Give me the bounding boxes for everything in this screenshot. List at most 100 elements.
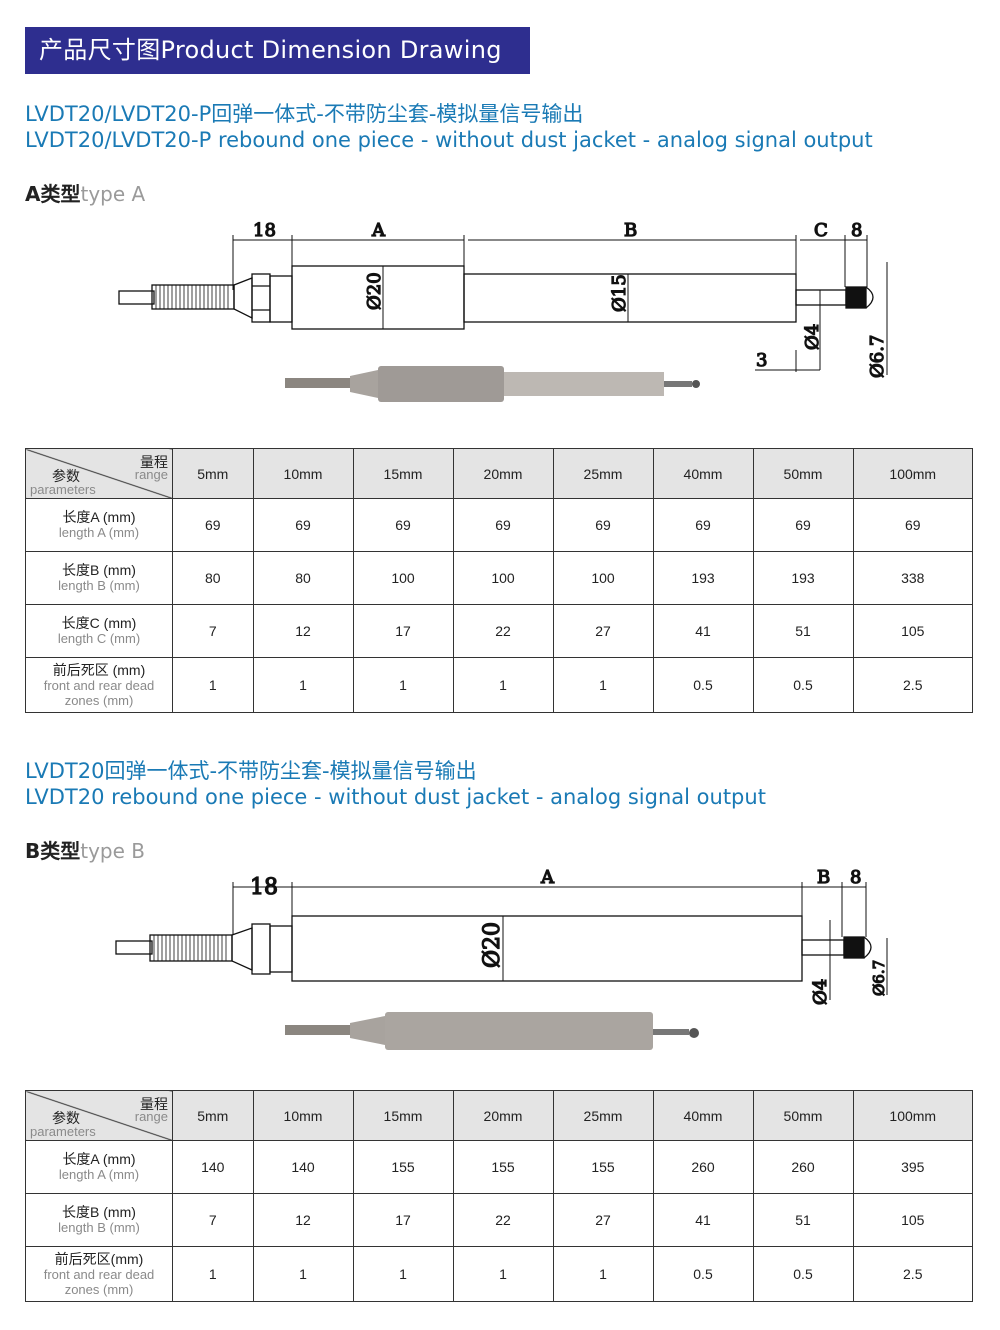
- value-cell: 1: [552, 1246, 654, 1302]
- value-cell: 155: [552, 1140, 654, 1194]
- value-cell: 140: [252, 1140, 354, 1194]
- type-a-cn: A类型: [25, 182, 81, 206]
- type-a-en: type A: [80, 182, 146, 206]
- param-cell: 长度B (mm)length B (mm): [25, 1193, 173, 1247]
- dim-dia4: Ø4: [802, 324, 823, 350]
- type-a-drawing: 18 A B C 8 3 Ø20 Ø15 Ø4 Ø6.7: [118, 219, 889, 402]
- column-header: 10mm: [252, 1090, 354, 1141]
- value-cell: 1: [352, 657, 454, 713]
- dim-18: 18: [250, 875, 278, 900]
- value-cell: 2.5: [852, 657, 973, 713]
- value-cell: 17: [352, 604, 454, 658]
- value-cell: 260: [752, 1140, 854, 1194]
- column-header: 40mm: [652, 448, 754, 499]
- product-photo: [285, 366, 700, 402]
- value-cell: 100: [552, 551, 654, 605]
- value-cell: 27: [552, 1193, 654, 1247]
- dim-dia15: Ø15: [609, 274, 630, 312]
- value-cell: 155: [452, 1140, 554, 1194]
- table-row: 前后死区 (mm)front and rear dead zones (mm) 1…: [25, 657, 973, 713]
- value-cell: 12: [252, 604, 354, 658]
- value-cell: 27: [552, 604, 654, 658]
- section-a-title-cn: LVDT20/LVDT20-P回弹一体式-不带防尘套-模拟量信号输出: [25, 102, 584, 126]
- dim-b: B: [817, 867, 830, 888]
- type-b-cn: B类型: [25, 839, 81, 863]
- column-header: 50mm: [752, 1090, 854, 1141]
- value-cell: 105: [852, 604, 973, 658]
- value-cell: 1: [552, 657, 654, 713]
- param-cell: 长度A (mm)length A (mm): [25, 498, 173, 552]
- dim-dia67: Ø6.7: [870, 960, 888, 996]
- param-cell: 长度B (mm)length B (mm): [25, 551, 173, 605]
- dim-8: 8: [851, 220, 862, 241]
- column-header: 25mm: [552, 1090, 654, 1141]
- value-cell: 0.5: [752, 657, 854, 713]
- type-b-drawing: 18 A B 8 Ø20 Ø4 Ø6.7: [115, 866, 889, 1050]
- type-b-heading: B类型type B: [25, 835, 145, 864]
- corner-range-cn: 量程: [140, 454, 168, 470]
- param-label-en: length A (mm): [58, 1167, 140, 1182]
- param-label-en: front and rear dead zones (mm): [43, 677, 155, 708]
- section-a-title-en: LVDT20/LVDT20-P rebound one piece - with…: [25, 128, 873, 152]
- probe: [795, 289, 847, 306]
- dim-b: B: [624, 220, 637, 241]
- value-cell: 69: [652, 498, 754, 552]
- value-cell: 105: [852, 1193, 973, 1247]
- cable: [118, 290, 155, 305]
- value-cell: 51: [752, 604, 854, 658]
- dim-dia4: Ø4: [810, 979, 831, 1005]
- value-cell: 140: [172, 1140, 254, 1194]
- value-cell: 395: [852, 1140, 973, 1194]
- value-cell: 100: [452, 551, 554, 605]
- value-cell: 51: [752, 1193, 854, 1247]
- param-cell: 长度A (mm)length A (mm): [25, 1140, 173, 1194]
- dim-dia20: Ø20: [364, 272, 385, 310]
- column-header: 10mm: [252, 448, 354, 499]
- section-banner: 产品尺寸图Product Dimension Drawing: [25, 27, 530, 74]
- param-label-cn: 前后死区(mm): [54, 1250, 144, 1267]
- value-cell: 100: [352, 551, 454, 605]
- param-label-en: length B (mm): [58, 1220, 140, 1235]
- value-cell: 17: [352, 1193, 454, 1247]
- dim-dia67: Ø6.7: [867, 335, 888, 378]
- corner-param-cn: 参数: [52, 1110, 80, 1126]
- value-cell: 0.5: [752, 1246, 854, 1302]
- column-header: 5mm: [172, 1090, 254, 1141]
- value-cell: 2.5: [852, 1246, 973, 1302]
- value-cell: 69: [252, 498, 354, 552]
- dim-8: 8: [850, 867, 861, 888]
- param-cell: 长度C (mm)length C (mm): [25, 604, 173, 658]
- column-header: 20mm: [452, 448, 554, 499]
- column-header: 15mm: [352, 1090, 454, 1141]
- column-header: 100mm: [852, 448, 973, 499]
- param-label-en: length B (mm): [58, 578, 140, 593]
- corner-param-cn: 参数: [52, 468, 80, 484]
- value-cell: 12: [252, 1193, 354, 1247]
- value-cell: 69: [172, 498, 254, 552]
- value-cell: 260: [652, 1140, 754, 1194]
- value-cell: 41: [652, 1193, 754, 1247]
- corner-range-en: range: [134, 1109, 168, 1124]
- product-photo: [285, 1012, 699, 1050]
- corner-param-en: parameters: [30, 482, 96, 497]
- param-cell: 前后死区 (mm)front and rear dead zones (mm): [25, 657, 173, 713]
- type-a-heading: A类型type A: [25, 178, 145, 207]
- value-cell: 155: [352, 1140, 454, 1194]
- value-cell: 1: [252, 657, 354, 713]
- param-label-en: front and rear dead zones (mm): [43, 1266, 155, 1297]
- dim-a: A: [540, 867, 555, 888]
- column-header: 50mm: [752, 448, 854, 499]
- dim-3: 3: [756, 350, 767, 371]
- param-label-cn: 长度C (mm): [61, 615, 137, 631]
- value-cell: 69: [452, 498, 554, 552]
- column-header: 40mm: [652, 1090, 754, 1141]
- value-cell: 69: [752, 498, 854, 552]
- value-cell: 1: [452, 1246, 554, 1302]
